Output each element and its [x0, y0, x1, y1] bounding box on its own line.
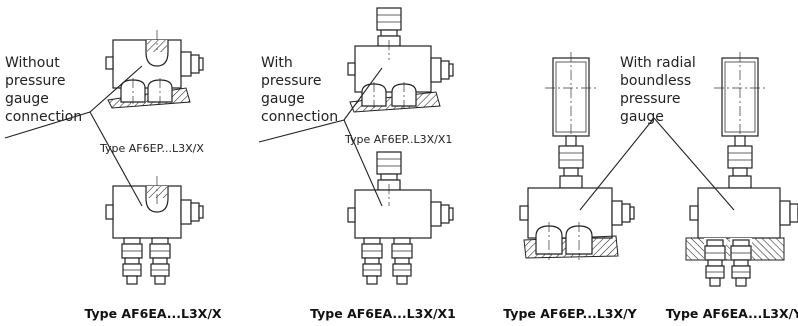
callout-without-line-4: connection	[5, 109, 82, 125]
caption-ep-y: Type AF6EP...L3X/Y	[503, 306, 637, 321]
caption-ea-x1: Type AF6EA...L3X/X1	[310, 306, 456, 321]
callout-radial-line-4: gauge	[620, 109, 664, 125]
callout-radial-line-2: boundless	[620, 73, 691, 89]
caption-ea-x: Type AF6EA...L3X/X	[84, 306, 221, 321]
callout-with-line-2: pressure	[261, 73, 321, 89]
diagram-ep-x1	[347, 7, 454, 113]
diagram-ea-x1	[347, 151, 454, 285]
diagram-ea-y	[685, 51, 798, 287]
sublabel-ep-x: Type AF6EP...L3X/X	[99, 142, 204, 155]
caption-ea-y: Type AF6EA...L3X/Y	[666, 306, 798, 321]
sublabel-ep-x1: Type AF6EP..L3X/X1	[344, 133, 452, 146]
callout-with-line-4: connection	[261, 109, 338, 125]
diagram-ep-x	[105, 30, 204, 109]
callout-radial-line-3: pressure	[620, 91, 680, 107]
callout-with-line-1: With	[261, 55, 293, 71]
callout-with-line-3: gauge	[261, 91, 305, 107]
diagram-ep-y	[519, 51, 635, 260]
callout-without-line-1: Without	[5, 55, 60, 71]
callout-radial-line-1: With radial	[620, 55, 696, 71]
callout-without-line-3: gauge	[5, 91, 49, 107]
leader-lines	[4, 65, 735, 211]
diagram-ea-x	[105, 176, 204, 285]
callout-without-line-2: pressure	[5, 73, 65, 89]
